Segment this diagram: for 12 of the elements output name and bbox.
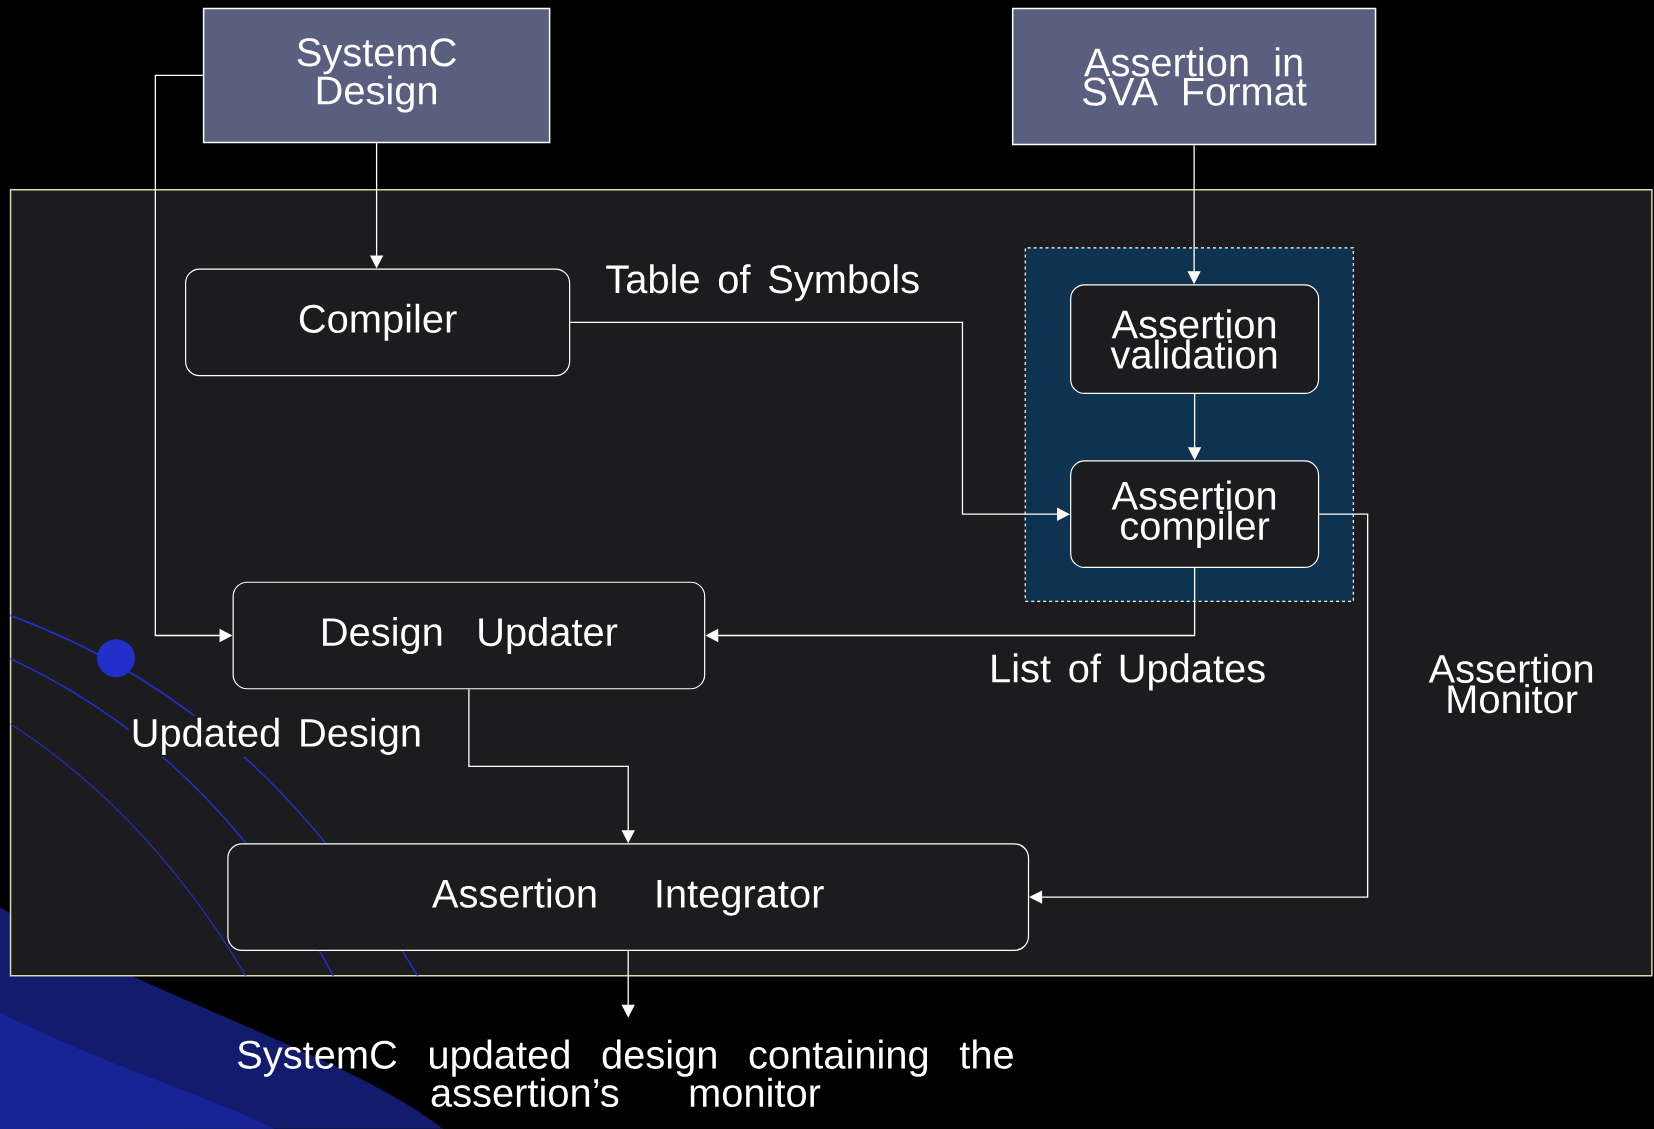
output-text: SystemC updated design containing the assertion’s monitor <box>238 1039 1013 1107</box>
input-box: SystemC Design <box>202 7 551 144</box>
edge-label: Updated Design <box>128 715 425 757</box>
input-box: Assertion in SVA Format <box>1011 7 1377 146</box>
process-box: Design Updater <box>232 581 706 690</box>
arrow <box>1029 513 1369 904</box>
process-box: Assertion Integrator <box>227 843 1030 951</box>
edge-label: Table of Symbols <box>603 262 923 304</box>
process-box: Assertion compiler <box>1070 460 1320 569</box>
process-box: Compiler <box>185 268 571 377</box>
process-box: Assertion validation <box>1070 284 1320 394</box>
edge-label: List of Updates <box>987 651 1269 693</box>
